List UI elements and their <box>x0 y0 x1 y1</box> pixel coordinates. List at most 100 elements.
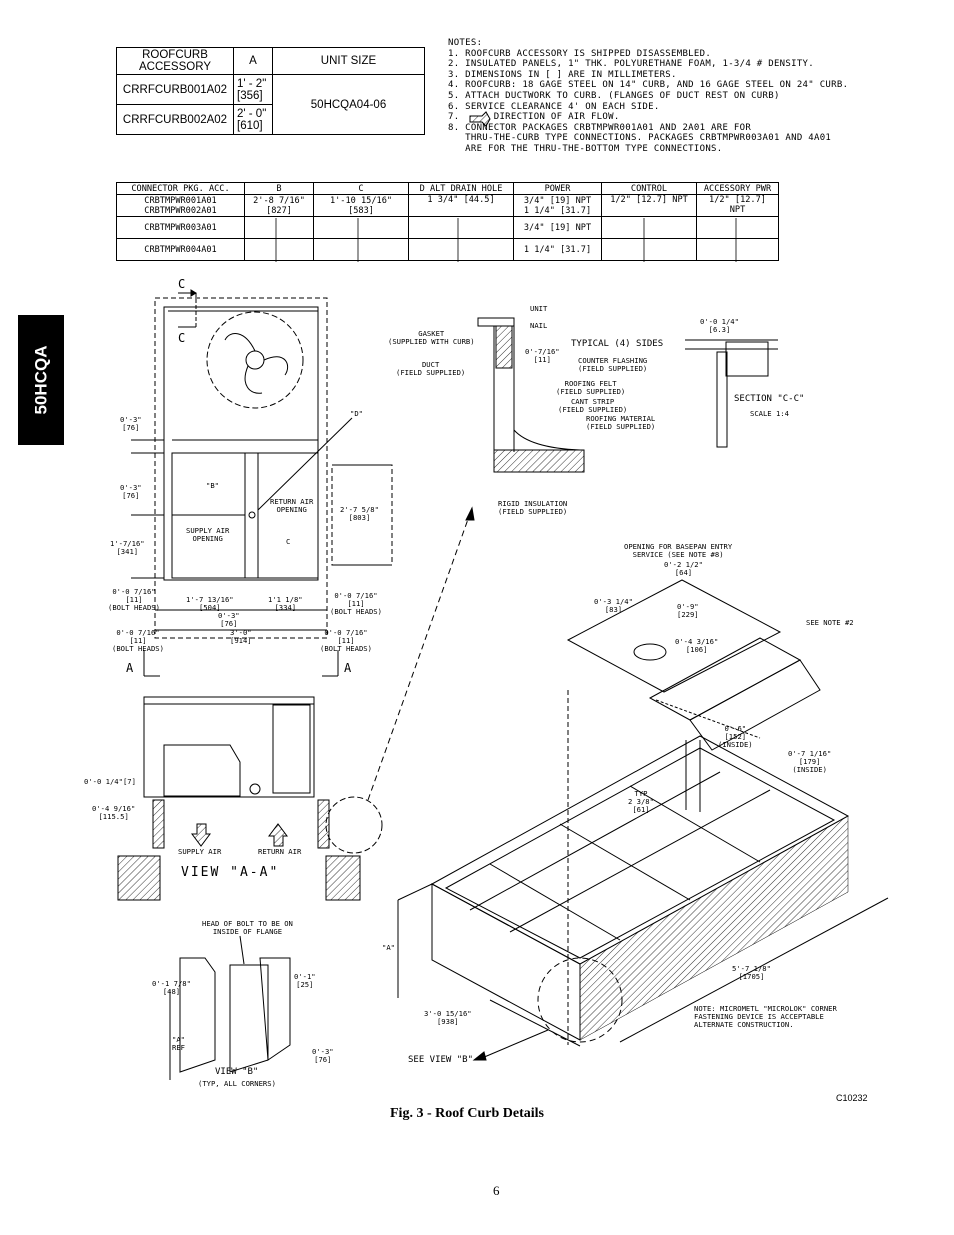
section-c-label: C <box>178 331 186 345</box>
note-item: 6. SERVICE CLEARANCE 4' ON EACH SIDE. <box>448 101 660 112</box>
section-a-label: A <box>344 661 352 675</box>
dim-0-3-view-b: 0'-3" [76] <box>312 1047 334 1064</box>
dim-0-6-inside: 0'-6" [152] (INSIDE) <box>718 724 753 749</box>
roofcurb-a-metric: [610] <box>237 119 263 132</box>
figure-code: C10232 <box>836 1093 868 1103</box>
return-air-label: RETURN AIR <box>258 847 302 856</box>
connector-c-imperial: 1'-10 15/16" <box>329 195 393 206</box>
opening-basepan-label: OPENING FOR BASEPAN ENTRY SERVICE (SEE N… <box>624 542 733 559</box>
connector-table-arrows <box>275 218 737 262</box>
connector-c-metric: [583] <box>348 205 374 216</box>
dim-bolt-heads-left: 0'-0 7/16" [11] (BOLT HEADS) <box>108 587 160 612</box>
nail-label: NAIL <box>530 321 548 330</box>
page-number: 6 <box>493 1183 500 1198</box>
roofcurb-a-metric: [356] <box>237 89 263 102</box>
micrometl-note: NOTE: MICROMETL "MICROLOK" CORNER FASTEN… <box>694 1004 837 1029</box>
scale-label: SCALE 1:4 <box>750 409 789 418</box>
c-label: C <box>286 537 291 546</box>
duct-label: DUCT (FIELD SUPPLIED) <box>396 360 466 377</box>
dim-0-9: 0'-9" [229] <box>677 602 699 619</box>
dim-bolt-heads-right: 0'-0 7/16" [11] (BOLT HEADS) <box>330 591 382 616</box>
note-item: 5. ATTACH DUCTWORK TO CURB. (FLANGES OF … <box>448 90 780 101</box>
connector-pkg-1: CRBTMPWR001A01 <box>144 195 217 206</box>
view-aa <box>117 506 475 901</box>
note-item: 8. CONNECTOR PACKAGES CRBTMPWR001A01 AND… <box>448 122 752 133</box>
plan-view <box>131 289 393 677</box>
view-b <box>169 935 291 1080</box>
roofcurb-a-value: 2' - 0"[610] <box>233 104 273 135</box>
connector-power-2: 1 1/4" [31.7] <box>523 205 592 216</box>
unit-label: UNIT <box>530 304 548 313</box>
notes-title: NOTES: <box>448 38 483 48</box>
note-item: 1. ROOFCURB ACCESSORY IS SHIPPED DISASSE… <box>448 48 712 59</box>
note-item: ARE FOR THE THRU-THE-BOTTOM TYPE CONNECT… <box>448 143 723 154</box>
dim-0-1-7-8: 0'-1 7/8" [48] <box>152 979 191 996</box>
note-item: 3. DIMENSIONS IN [ ] ARE IN MILLIMETERS. <box>448 69 677 80</box>
note-item: 7. DIRECTION OF AIR FLOW. <box>448 112 620 123</box>
section-c-label: C <box>178 277 186 291</box>
dim-3-0: 3'-0" [914] <box>230 628 252 645</box>
section-cc <box>685 339 778 448</box>
flashing-detail <box>477 317 585 473</box>
roofing-felt-label: ROOFING FELT (FIELD SUPPLIED) <box>556 379 626 396</box>
a-ref-label: "A" REF <box>172 1035 185 1052</box>
isometric-curb <box>397 690 889 1061</box>
note-item: 2. INSULATED PANELS, 1" THK. POLYURETHAN… <box>448 59 814 70</box>
dim-3-0-15-16: 3'-0 15/16" [938] <box>424 1009 472 1026</box>
airflow-arrow-icon <box>469 111 491 127</box>
roofcurb-a-value: 1' - 2"[356] <box>233 74 273 105</box>
connector-pkg-2: CRBTMPWR002A01 <box>144 205 217 216</box>
figure-caption: Fig. 3 - Roof Curb Details <box>390 1106 544 1121</box>
dim-0-3-mid: 0'-3" [76] <box>218 611 240 628</box>
roofcurb-header-accessory: ROOFCURB ACCESSORY <box>116 47 234 75</box>
gasket-label: GASKET (SUPPLIED WITH CURB) <box>388 329 475 346</box>
rigid-insulation-label: RIGID INSULATION (FIELD SUPPLIED) <box>498 499 568 516</box>
dim-bolt-heads-bottom-right: 0'-0 7/16" [11] (BOLT HEADS) <box>320 628 372 653</box>
dim-0-1-4-section: 0'-0 1/4" [6.3] <box>700 317 739 334</box>
dim-2-7-5-8: 2'-7 5/8" [803] <box>340 505 379 522</box>
dim-0-3-1-4: 0'-3 1/4" [83] <box>594 597 633 614</box>
typ-all-corners-label: (TYP, ALL CORNERS) <box>198 1079 276 1088</box>
connector-table: CONNECTOR PKG. ACC. B C D ALT DRAIN HOLE… <box>116 182 779 261</box>
d-label: "D" <box>350 409 363 418</box>
connector-b-metric: [827] <box>266 205 292 216</box>
note-item: 4. ROOFCURB: 18 GAGE STEEL ON 14" CURB, … <box>448 80 849 91</box>
section-cc-title: SECTION "C-C" <box>734 394 805 404</box>
typ-2-3-8-label: TYP 2 3/8" [61] <box>628 789 654 814</box>
return-air-opening-label: RETURN AIR OPENING <box>270 497 314 514</box>
connector-acc-arrow <box>696 238 779 261</box>
roofcurb-accessory: CRRFCURB002A02 <box>116 104 234 135</box>
dim-5-7-1-8: 5'-7 1/8" [1705] <box>732 964 771 981</box>
roofing-material-label: ROOFING MATERIAL (FIELD SUPPLIED) <box>586 414 656 431</box>
dim-0-3: 0'-3" [76] <box>120 415 142 432</box>
section-a-label: A <box>126 661 134 675</box>
dim-0-2-1-2: 0'-2 1/2" [64] <box>664 560 703 577</box>
dim-1-7-16: 1'-7/16" [341] <box>110 539 145 556</box>
dim-0-7-16-detail: 0'-7/16" [11] <box>525 347 560 364</box>
dim-0-1: 0'-1" [25] <box>294 972 316 989</box>
dim-0-4-9-16: 0'-4 9/16" [115.5] <box>92 804 136 821</box>
roofcurb-unit-size: 50HCQA04-06 <box>272 74 425 135</box>
dim-0-7-1-16-inside: 0'-7 1/16" [179] (INSIDE) <box>788 749 832 774</box>
cant-strip-label: CANT STRIP (FIELD SUPPLIED) <box>558 397 628 414</box>
roofcurb-a-imperial: 1' - 2" <box>237 77 267 90</box>
supply-air-opening-label: SUPPLY AIR OPENING <box>186 526 230 543</box>
roofcurb-accessory: CRRFCURB001A02 <box>116 74 234 105</box>
dim-1-1-1-8: 1'1 1/8" [334] <box>268 595 303 612</box>
typical-sides-label: TYPICAL (4) SIDES <box>571 339 664 349</box>
view-b-title: VIEW "B" <box>215 1067 259 1077</box>
dim-0-1-4-aa: 0'-0 1/4"[7] <box>84 777 136 786</box>
notes-block: NOTES:1. ROOFCURB ACCESSORY IS SHIPPED D… <box>448 38 848 155</box>
connector-power-1: 3/4" [19] NPT <box>523 195 592 206</box>
dim-bolt-heads-bottom-left: 0'-0 7/16" [11] (BOLT HEADS) <box>112 628 164 653</box>
b-label: "B" <box>206 481 219 490</box>
see-note-2-label: SEE NOTE #2 <box>806 618 854 627</box>
view-aa-title: VIEW "A-A" <box>181 865 280 880</box>
see-view-b-label: SEE VIEW "B" <box>408 1055 474 1065</box>
roofcurb-table: ROOFCURB ACCESSORY A UNIT SIZE CRRFCURB0… <box>116 47 425 135</box>
supply-air-label: SUPPLY AIR <box>178 847 222 856</box>
dim-1-7-13-16: 1'-7 13/16" [504] <box>186 595 234 612</box>
section-side-tab: 50HCQA <box>18 315 64 445</box>
connector-b-imperial: 2'-8 7/16" <box>253 195 305 206</box>
